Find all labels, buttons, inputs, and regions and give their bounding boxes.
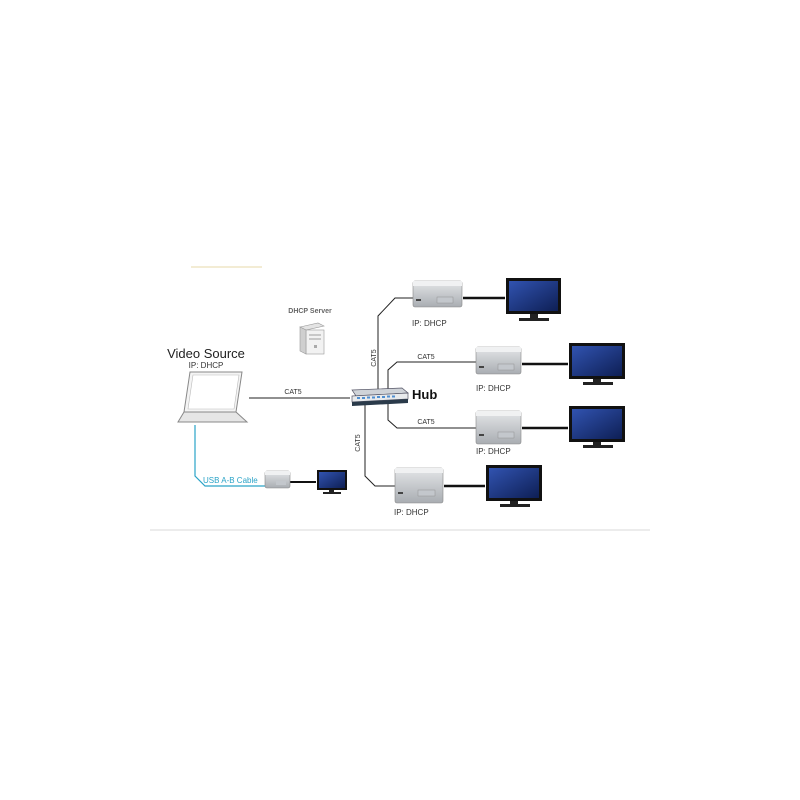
receiver-ip-4: IP: DHCP <box>394 508 429 517</box>
laptop-icon <box>177 371 249 423</box>
monitor-icon-4 <box>486 465 542 507</box>
cable-label-usb: USB A-B Cable <box>203 476 258 485</box>
cable-label-hub-right-top: CAT5 <box>417 354 434 361</box>
cable-label-hub-up: CAT5 <box>371 349 378 366</box>
receiver-box-3 <box>475 410 522 445</box>
receiver-box-2 <box>475 346 522 375</box>
receiver-box-1 <box>412 280 463 308</box>
video-source-ip: IP: DHCP <box>189 361 224 370</box>
cable-label-hub-right-bottom: CAT5 <box>417 419 434 426</box>
server-icon <box>299 322 325 355</box>
cable-hub-right-bottom <box>387 403 476 429</box>
monitor-icon-2 <box>569 343 625 385</box>
receiver-ip-3: IP: DHCP <box>476 447 511 456</box>
cable-usb <box>194 425 265 487</box>
cable-label-hub-down: CAT5 <box>355 434 362 451</box>
cable-hub-right-top <box>387 361 476 393</box>
receiver-box-4 <box>394 467 444 504</box>
monitor-icon-usb <box>317 470 347 494</box>
cable-hub-down <box>364 405 395 487</box>
usb-extender-box <box>264 470 291 489</box>
cable-label-source-hub: CAT5 <box>284 389 301 396</box>
video-source-title: Video Source <box>167 346 245 361</box>
dhcp-server-label: DHCP Server <box>288 308 332 315</box>
hub-icon <box>351 387 409 406</box>
monitor-icon-1 <box>506 278 561 321</box>
hub-label: Hub <box>412 387 437 402</box>
cable-hub-up <box>377 297 413 392</box>
receiver-ip-1: IP: DHCP <box>412 319 447 328</box>
monitor-icon-3 <box>569 406 625 448</box>
receiver-ip-2: IP: DHCP <box>476 384 511 393</box>
